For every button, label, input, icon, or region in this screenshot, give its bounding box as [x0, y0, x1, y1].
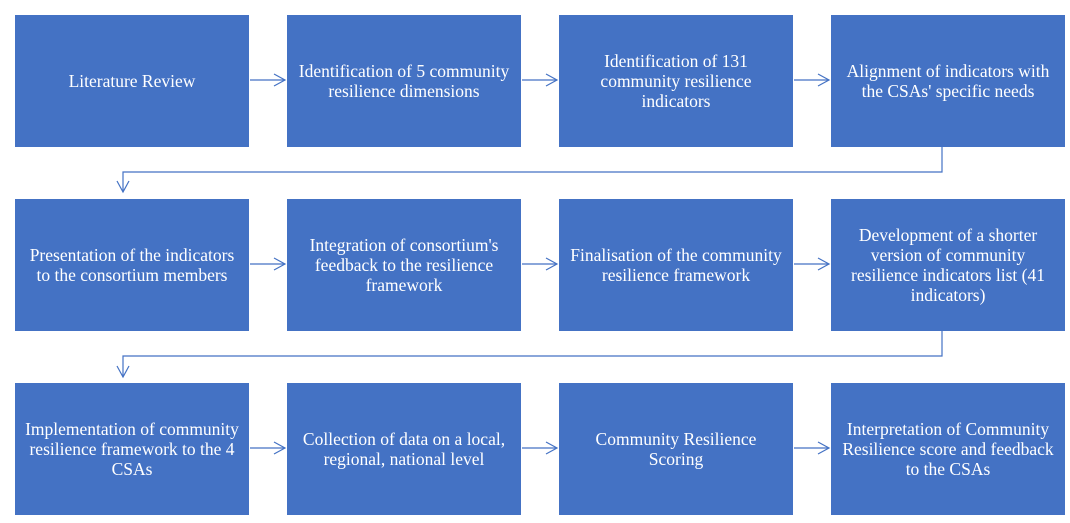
step-label: Interpretation of Community Resilience s… [842, 419, 1054, 479]
step-data-collection: Collection of data on a local, regional,… [287, 383, 521, 515]
step-label: Alignment of indicators with the CSAs' s… [846, 61, 1050, 101]
step-shorter-version: Development of a shorter version of comm… [831, 199, 1065, 331]
step-align-indicators: Alignment of indicators with the CSAs' s… [831, 15, 1065, 147]
step-label: Finalisation of the community resilience… [570, 245, 782, 285]
step-finalisation: Finalisation of the community resilience… [559, 199, 793, 331]
step-label: Collection of data on a local, regional,… [302, 429, 506, 469]
step-integration-feedback: Integration of consortium's feedback to … [287, 199, 521, 331]
step-label: Development of a shorter version of comm… [851, 225, 1045, 305]
step-label: Identification of 5 community resilience… [298, 61, 510, 101]
step-label: Community Resilience Scoring [595, 429, 757, 469]
step-interpretation: Interpretation of Community Resilience s… [831, 383, 1065, 515]
step-label: Implementation of community resilience f… [25, 419, 239, 479]
step-identify-dimensions: Identification of 5 community resilience… [287, 15, 521, 147]
step-label: Presentation of the indicators to the co… [29, 245, 235, 285]
step-presentation: Presentation of the indicators to the co… [15, 199, 249, 331]
step-label: Identification of 131 community resilien… [600, 51, 752, 111]
step-literature-review: Literature Review [15, 15, 249, 147]
step-scoring: Community Resilience Scoring [559, 383, 793, 515]
step-implementation: Implementation of community resilience f… [15, 383, 249, 515]
step-identify-indicators: Identification of 131 community resilien… [559, 15, 793, 147]
connector-row-1-to-row-2 [116, 147, 943, 194]
step-label: Integration of consortium's feedback to … [309, 235, 499, 295]
connector-row-2-to-row-3 [116, 331, 943, 379]
step-label: Literature Review [68, 71, 196, 91]
